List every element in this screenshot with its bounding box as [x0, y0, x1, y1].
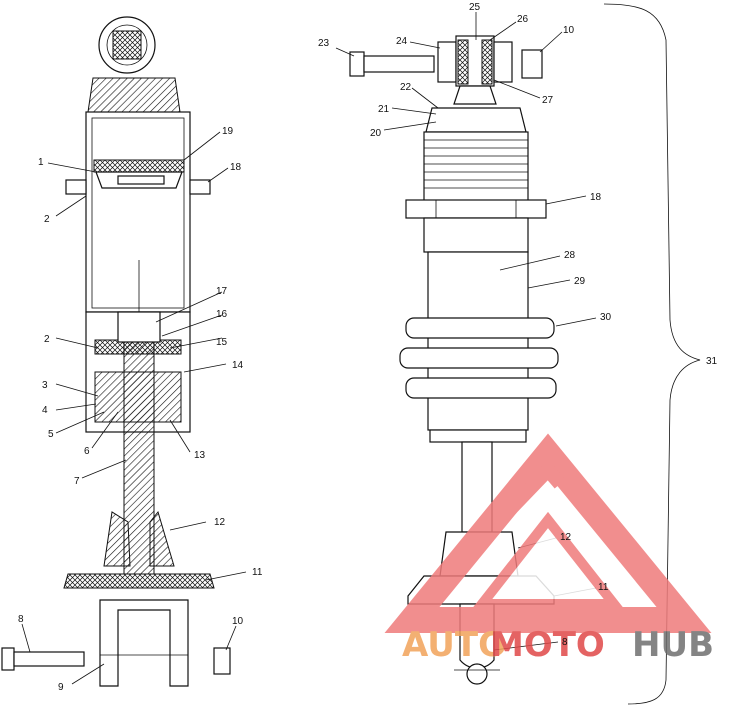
callout-r18: 18: [590, 192, 602, 203]
callout-1: 1: [38, 157, 44, 168]
spacer-right: [493, 41, 513, 83]
watermark-moto: MOTO: [490, 625, 605, 665]
callout-3: 3: [42, 380, 48, 391]
right-leader-lines: [335, 3, 701, 705]
callout-r20: 20: [370, 128, 382, 139]
clevis: [99, 599, 189, 687]
automotohub-watermark: AUTO MOTO HUB: [384, 433, 714, 665]
spring-coil-1: [405, 317, 555, 339]
callout-r31: 31: [706, 356, 718, 367]
upper-body-cap: [425, 107, 527, 133]
callout-8: 8: [18, 614, 24, 625]
callout-r21: 21: [378, 104, 390, 115]
threaded-body: [423, 131, 529, 203]
callout-12: 12: [214, 517, 226, 528]
callout-2b: 2: [44, 334, 50, 345]
callout-19: 19: [222, 126, 234, 137]
bumper-right: [149, 510, 175, 567]
spring-coil-3: [405, 377, 557, 399]
callout-17: 17: [216, 286, 228, 297]
bolt-head: [1, 647, 15, 671]
watermark-logo: [384, 433, 712, 633]
adjuster-ring: [405, 199, 547, 219]
shock-body: [427, 251, 529, 431]
callout-r12: 12: [560, 532, 572, 543]
callout-r27: 27: [542, 95, 554, 106]
callout-16: 16: [216, 309, 228, 320]
callout-10: 10: [232, 616, 244, 627]
callout-14: 14: [232, 360, 244, 371]
left-leader-lines: [21, 131, 247, 685]
watermark-auto: AUTO: [402, 625, 507, 665]
assembly-bracket: [603, 3, 701, 705]
bumper-left: [103, 511, 131, 567]
watermark-hub: HUB: [632, 625, 714, 665]
nut: [213, 647, 231, 675]
callout-r25: 25: [469, 2, 481, 13]
floating-piston: [93, 159, 185, 173]
callout-r8: 8: [562, 637, 568, 648]
callout-r11: 11: [598, 582, 609, 593]
spring-coil-2: [399, 347, 559, 369]
body-bottom: [429, 429, 527, 443]
callout-r23: 23: [318, 38, 330, 49]
callout-r24: 24: [396, 36, 408, 47]
left-cutaway-shock: [1, 16, 231, 687]
callout-9: 9: [58, 682, 64, 693]
shaft-rod: [123, 341, 155, 575]
callout-r29: 29: [574, 276, 586, 287]
callout-5: 5: [48, 429, 54, 440]
callout-r22: 22: [400, 82, 412, 93]
callout-r10: 10: [563, 25, 575, 36]
side-bolt-left: [65, 179, 87, 195]
reservoir-body: [85, 111, 191, 313]
spacer-left: [437, 41, 457, 83]
bolt-shank: [13, 651, 85, 667]
callout-2: 2: [44, 214, 50, 225]
lower-spring-plate: [63, 573, 215, 589]
callout-4: 4: [42, 405, 48, 416]
callout-r26: 26: [517, 14, 529, 25]
callout-r28: 28: [564, 250, 576, 261]
callout-18: 18: [230, 162, 242, 173]
side-bolt-right: [189, 179, 211, 195]
callout-6: 6: [84, 446, 90, 457]
callout-7: 7: [74, 476, 80, 487]
left-callouts: 1 2 19 18 2 17 16 15 14 3 4 5 6 13 7 12 …: [18, 126, 263, 693]
top-nut: [521, 49, 543, 79]
top-cap: [87, 77, 181, 113]
callout-11: 11: [252, 567, 263, 578]
top-bolt-head: [349, 51, 365, 77]
right-callouts: 23 24 25 26 10 27 22 21 20 18 28 29 30 3…: [318, 2, 718, 648]
piston-nut: [117, 311, 161, 343]
callout-13: 13: [194, 450, 206, 461]
callout-r30: 30: [600, 312, 612, 323]
callout-15: 15: [216, 337, 228, 348]
top-bolt-shank: [363, 55, 435, 73]
